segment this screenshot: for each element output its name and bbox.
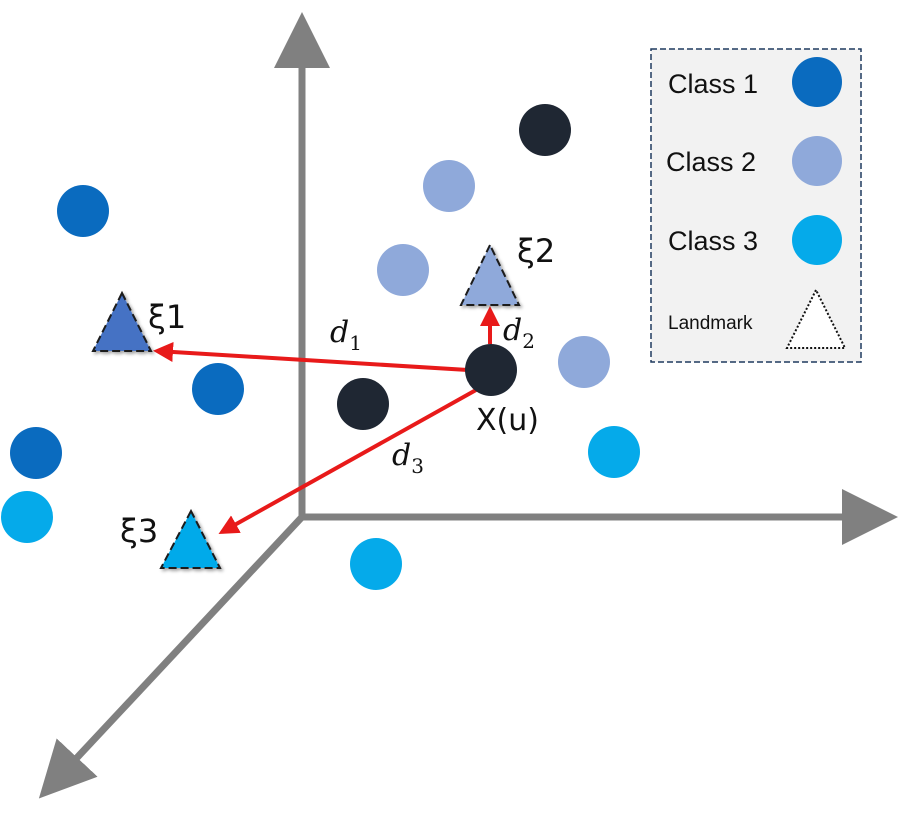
- point-dark: [519, 104, 571, 156]
- legend-marker-class2: [792, 136, 842, 186]
- point-class1: [57, 185, 109, 237]
- point-class3: [350, 538, 402, 590]
- point-dark: [337, 378, 389, 430]
- landmark-2-triangle: [459, 242, 521, 306]
- z-axis: [38, 514, 305, 799]
- d3-label: d3: [392, 438, 424, 478]
- legend-label-class2: Class 2: [666, 147, 756, 177]
- legend: Class 1 Class 2 Class 3 Landmark: [650, 48, 862, 363]
- legend-marker-landmark: [785, 287, 847, 349]
- d2-label: d2: [503, 313, 535, 353]
- point-class3: [1, 491, 53, 543]
- distance-arrows: [153, 306, 500, 534]
- distance-labels: d1 d2 d3: [330, 313, 535, 478]
- query-point: [465, 344, 517, 396]
- point-class3: [588, 426, 640, 478]
- landmark-3-triangle: [159, 508, 222, 569]
- landmark-1-label: ξ1: [148, 298, 186, 336]
- data-points: [1, 104, 640, 590]
- query-label: X(u): [476, 403, 539, 438]
- d1-label: d1: [330, 315, 362, 355]
- landmark-2-label: ξ2: [517, 232, 555, 270]
- axes: [38, 12, 898, 799]
- legend-marker-class3: [792, 215, 842, 265]
- landmark-1-triangle: [91, 290, 153, 352]
- point-class1: [192, 363, 244, 415]
- legend-label-class1: Class 1: [668, 69, 758, 99]
- point-class2: [558, 336, 610, 388]
- point-class1: [10, 427, 62, 479]
- legend-label-landmark: Landmark: [668, 313, 753, 334]
- legend-label-class3: Class 3: [668, 226, 758, 256]
- point-class2: [423, 160, 475, 212]
- landmark-3-label: ξ3: [120, 512, 158, 550]
- legend-marker-class1: [792, 57, 842, 107]
- point-class2: [377, 244, 429, 296]
- arrow-d3: [218, 388, 477, 534]
- arrow-d1: [153, 341, 469, 372]
- landmarks: ξ1 ξ2 ξ3: [91, 232, 555, 569]
